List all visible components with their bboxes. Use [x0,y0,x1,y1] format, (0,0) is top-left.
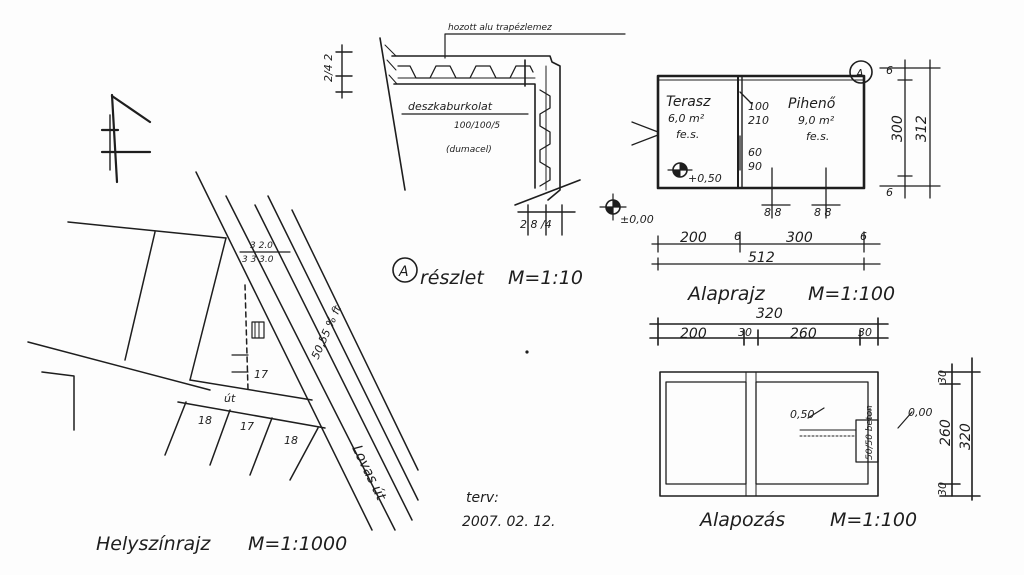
detail-title-label: A [398,264,409,280]
foundation-dim-3: 260 [790,326,817,342]
foundation-title: Alapozás [698,509,785,531]
foundation-dim-right-top: 30 [936,370,949,384]
detail-title-text: részlet [420,267,485,289]
floorplan-title: Alaprajz [686,283,766,305]
detail-roof-label: hozott alu trapézlemez [448,22,552,33]
room2-floor: fe.s. [806,130,829,143]
site-title: Helyszínrajz [96,533,211,555]
floorplan-dim-right-total: 312 [914,115,930,142]
site-plot-17-lower: 17 [240,420,254,433]
foundation-scale: M=1:100 [830,509,917,531]
north-arrow [100,93,152,184]
door-mid-height: 90 [748,160,762,173]
stamp-date: 2007. 02. 12. [462,514,556,530]
level-outside-text: ±0,00 [620,213,654,226]
floorplan-dim-total: 512 [748,250,775,266]
floorplan-details [631,59,941,271]
floorplan-marker: A [855,67,864,80]
floorplan-dim-below-1: 8 8 [764,206,782,219]
detail-dim-bottom: 2 8 /4 [520,218,552,231]
floorplan-dim-1: 200 [680,230,707,246]
foundation-dim-right-mid: 260 [938,419,954,446]
site-plot-18-right: 18 [284,434,298,447]
site-plan-lines [27,171,419,531]
foundation-dim-right-bot: 30 [936,482,949,496]
detail-scale: M=1:10 [508,267,583,289]
floorplan-scale: M=1:100 [808,283,895,305]
floorplan-dim-below-2: 8 8 [814,206,832,219]
detail-board-label: deszkaburkolat [408,100,493,113]
door-top-width: 100 [748,100,769,113]
room2-area: 9,0 m² [798,114,835,127]
site-street-width: 50,55 % ft [309,303,344,361]
floorplan-dim-right-mid: 300 [890,115,906,142]
foundation-level-left: 0,50 [790,408,815,421]
site-scale: M=1:1000 [248,533,347,555]
site-road-label: út [224,392,236,405]
door-top-height: 210 [748,114,769,127]
detail-board-size: 100/100/5 [454,121,500,131]
door-mid-width: 60 [748,146,762,159]
floorplan-dim-2: 6 [734,230,741,243]
detail-drawing [335,33,626,236]
room1-area: 6,0 m² [668,112,705,125]
room2-name: Pihenő [788,96,836,112]
detail-dim-top: 2/4 2 [322,54,335,82]
detail-board-material: (dumacel) [446,145,492,155]
stamp-label: terv: [466,490,499,506]
stray-dot [525,350,529,354]
room1-name: Terasz [666,94,711,110]
floorplan-dim-right-bot: 6 [886,186,893,199]
foundation-lines [649,317,981,501]
detail-marker: A [392,257,418,283]
foundation-level-right: 0,00 [908,406,933,419]
site-plot-18-left: 18 [198,414,212,427]
level-inside-text: +0,50 [688,172,722,185]
foundation-dim-4: 30 [858,326,872,339]
level-marker-inside [667,162,693,178]
foundation-section-note: 50/50 beton [865,405,875,460]
site-plot-main: 17 [254,368,268,381]
room1-floor: fe.s. [676,128,699,141]
foundation-dim-2: 30 [738,326,752,339]
floorplan-dim-4: 6 [860,230,867,243]
site-dim-2: 3 3 3.0 [242,255,274,265]
foundation-dim-1: 200 [680,326,707,342]
foundation-dim-right-total: 320 [958,423,974,450]
site-dim-1: 3 2.0 [250,241,273,251]
foundation-dim-total: 320 [756,306,783,322]
floorplan-dim-right-top: 6 [886,64,893,77]
level-marker-outside [599,193,627,221]
floorplan-dim-3: 300 [786,230,813,246]
